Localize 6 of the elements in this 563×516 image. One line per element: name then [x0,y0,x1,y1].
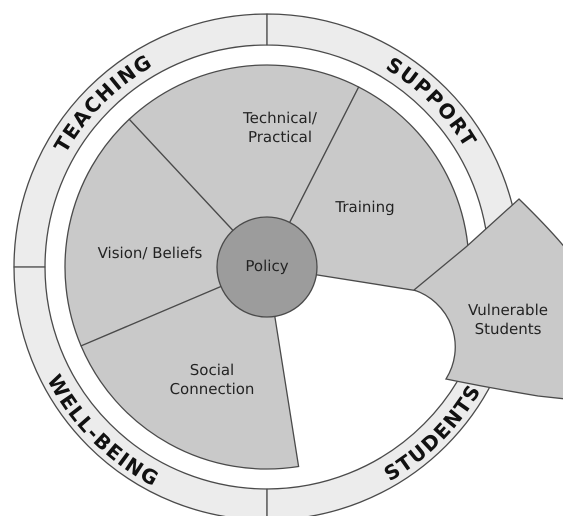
segment-label: Vulnerable Students [467,300,549,340]
segment-label: Social Connection [168,360,256,400]
segment-label: Training [335,198,395,218]
segment-label: Vision/ Beliefs [98,244,202,264]
segment-label: Policy [245,257,289,277]
segment-label: Technical/ Practical [242,108,318,148]
